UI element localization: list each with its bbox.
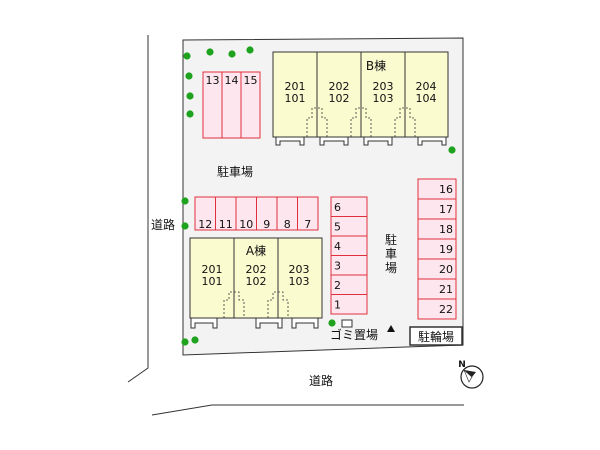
parking-stall-number: 4 — [334, 240, 341, 253]
parking-stall — [417, 298, 457, 320]
parking-stall-number: 7 — [304, 218, 311, 231]
building-a-body — [189, 237, 323, 319]
bicycle-parking-box — [409, 326, 463, 346]
parking-stall-number: 20 — [439, 263, 453, 276]
parking-east-label-1: 駐 — [385, 232, 397, 247]
parking-stall-number: 3 — [334, 260, 341, 273]
tree-icon — [186, 92, 194, 100]
unit-number-lower: 102 — [329, 92, 350, 105]
unit-number-lower: 102 — [246, 275, 267, 288]
tree-icon — [185, 72, 193, 80]
tree-icon — [328, 319, 336, 327]
building-b-entrances — [275, 136, 447, 146]
unit-labels: 2011012021022031032041042011012021022031… — [202, 80, 437, 288]
building-b-name: B棟 — [366, 58, 386, 73]
tree-icon — [228, 50, 236, 58]
unit-number-upper: 202 — [329, 80, 350, 93]
parking-stall-number: 19 — [439, 243, 453, 256]
parking-stall — [240, 71, 261, 139]
unit-number-lower: 101 — [285, 92, 306, 105]
tree-icon — [186, 110, 194, 118]
north-arrow-icon: N — [458, 360, 484, 389]
parking-stall-number: 22 — [439, 303, 453, 316]
unit-number-upper: 203 — [289, 263, 310, 276]
tree-icon — [206, 48, 214, 56]
road-south-label: 道路 — [309, 373, 333, 388]
tree-icon — [181, 222, 189, 230]
unit-number-upper: 202 — [246, 263, 267, 276]
road-south-edge — [151, 404, 464, 416]
parking-stall-number: 13 — [206, 74, 220, 87]
parking-stall-number: 17 — [439, 203, 453, 216]
parking-stall-number: 14 — [225, 74, 239, 87]
north-label: N — [458, 360, 466, 370]
tree-icon — [183, 52, 191, 60]
road-west-edge — [127, 35, 149, 383]
parking-stall-number: 5 — [334, 221, 341, 234]
building-a: A棟 — [189, 237, 323, 329]
building-a-name: A棟 — [246, 243, 266, 258]
parking-stall-number: 21 — [439, 283, 453, 296]
tree-icon — [181, 197, 189, 205]
parking-stall-number: 18 — [439, 223, 453, 236]
parking-east-label-3: 場 — [385, 261, 397, 275]
unit-number-lower: 104 — [416, 92, 437, 105]
parking-main-label: 駐車場 — [217, 164, 253, 179]
parking-stall-number: 12 — [198, 218, 212, 231]
tree-icon — [246, 46, 254, 54]
garbage-label: ゴミ置場 — [330, 327, 378, 342]
building-a-stairs — [223, 291, 289, 318]
tree-icon — [181, 338, 189, 346]
triangle-marker-icon — [387, 325, 395, 332]
parking-stall-number: 9 — [263, 218, 270, 231]
parking-stall-number: 1 — [334, 299, 341, 312]
parking-stall — [297, 196, 319, 231]
parking-stall-number: 10 — [239, 218, 253, 231]
tree-icon — [191, 336, 199, 344]
bicycle-parking-label: 駐輪場 — [418, 329, 454, 344]
parking-stall-number: 2 — [334, 279, 341, 292]
parking-east-label-2: 車 — [385, 247, 397, 261]
unit-number-lower: 103 — [373, 92, 394, 105]
garbage-box-icon — [341, 319, 353, 328]
trees — [181, 46, 456, 346]
parking-stall-number: 6 — [334, 201, 341, 214]
building-b: B棟 — [272, 51, 449, 146]
building-a-entrances — [190, 317, 319, 329]
unit-number-upper: 204 — [416, 80, 437, 93]
unit-number-lower: 101 — [202, 275, 223, 288]
parking-stall-number: 15 — [244, 74, 258, 87]
parking-stall-number: 11 — [219, 218, 233, 231]
parking-stall — [330, 294, 368, 315]
unit-number-upper: 203 — [373, 80, 394, 93]
tree-icon — [448, 146, 456, 154]
unit-number-lower: 103 — [289, 275, 310, 288]
parking-stall-number: 8 — [284, 218, 291, 231]
parking-stall-number: 16 — [439, 183, 453, 196]
road-west-label: 道路 — [151, 217, 175, 232]
unit-number-upper: 201 — [202, 263, 223, 276]
unit-number-upper: 201 — [285, 80, 306, 93]
